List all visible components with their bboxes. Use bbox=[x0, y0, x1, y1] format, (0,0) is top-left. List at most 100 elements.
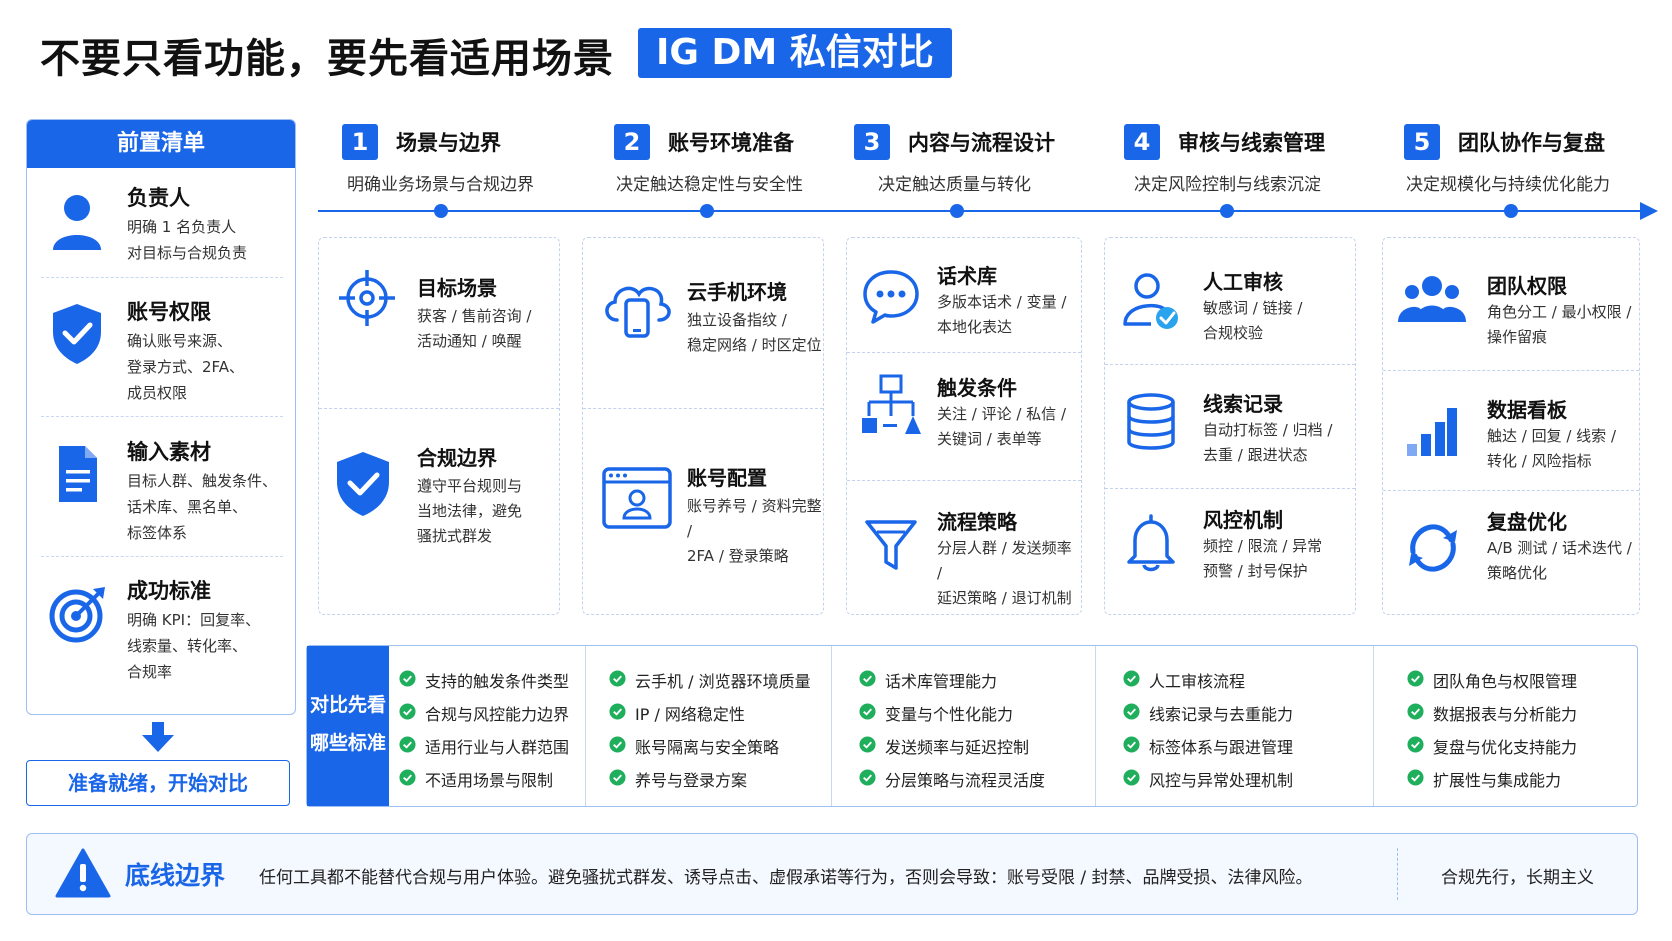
user-check-icon bbox=[1121, 270, 1181, 330]
divider bbox=[847, 352, 1081, 353]
bottom-slogan: 合规先行，长期主义 bbox=[1441, 868, 1594, 888]
step-subtitle: 明确业务场景与合规边界 bbox=[347, 175, 534, 195]
timeline-arrow-icon bbox=[1640, 202, 1658, 220]
divider bbox=[1105, 488, 1355, 489]
refresh-icon bbox=[1405, 518, 1465, 578]
shield-check-icon bbox=[333, 450, 393, 516]
feature-title: 流程策略 bbox=[937, 510, 1017, 534]
step-number: 3 bbox=[854, 124, 890, 160]
checklist-panel: 前置清单 负责人 明确 1 名负责人 对目标与合规负责 账号权限 确认账号来源、… bbox=[26, 119, 296, 715]
feature-desc: 多版本话术 / 变量 / 本地化表达 bbox=[937, 293, 1067, 336]
feature-title: 人工审核 bbox=[1203, 270, 1283, 294]
warning-icon bbox=[55, 848, 111, 902]
checklist-item-desc: 目标人群、触发条件、 话术库、黑名单、 标签体系 bbox=[127, 472, 278, 542]
feature-desc: A/B 测试 / 话术迭代 / 策略优化 bbox=[1487, 539, 1632, 582]
feature-desc: 敏感词 / 链接 / 合规校验 bbox=[1203, 299, 1303, 342]
check-circle-icon bbox=[399, 769, 416, 786]
check-circle-icon bbox=[399, 736, 416, 753]
feature-desc: 触达 / 回复 / 线索 / 转化 / 风险指标 bbox=[1487, 427, 1617, 470]
check-circle-icon bbox=[1407, 736, 1424, 753]
chat-bubble-icon bbox=[861, 266, 921, 326]
check-circle-icon bbox=[1407, 670, 1424, 687]
ready-start-button[interactable]: 准备就绪，开始对比 bbox=[26, 760, 290, 806]
check-circle-icon bbox=[1407, 769, 1424, 786]
divider bbox=[1373, 646, 1374, 806]
funnel-icon bbox=[863, 516, 923, 576]
step-title: 内容与流程设计 bbox=[908, 131, 1055, 155]
arrow-down-icon bbox=[142, 722, 174, 756]
feature-desc: 分层人群 / 发送频率 / 延迟策略 / 退订机制 bbox=[937, 539, 1072, 607]
divider bbox=[847, 480, 1081, 481]
person-icon bbox=[49, 192, 105, 252]
step-subtitle: 决定触达质量与转化 bbox=[878, 175, 1031, 195]
check-circle-icon bbox=[609, 670, 626, 687]
compare-column: 云手机 / 浏览器环境质量 IP / 网络稳定性 账号隔离与安全策略 养号与登录… bbox=[609, 646, 849, 806]
feature-title: 触发条件 bbox=[937, 376, 1017, 400]
step-title: 审核与线索管理 bbox=[1178, 131, 1325, 155]
step-2-column: 云手机环境 独立设备指纹 / 稳定网络 / 时区定位 账号配置 账号养号 / 资… bbox=[582, 237, 824, 615]
checklist-item-title: 成功标准 bbox=[127, 579, 211, 603]
feature-title: 风控机制 bbox=[1203, 508, 1283, 532]
step-title: 账号环境准备 bbox=[668, 131, 794, 155]
divider bbox=[1397, 848, 1398, 900]
timeline-dot bbox=[1504, 204, 1518, 218]
feature-desc: 账号养号 / 资料完整 / 2FA / 登录策略 bbox=[687, 497, 822, 565]
step-title: 场景与边界 bbox=[396, 131, 501, 155]
step-number: 5 bbox=[1404, 124, 1440, 160]
feature-title: 话术库 bbox=[937, 264, 997, 288]
team-icon bbox=[1397, 268, 1467, 328]
feature-title: 目标场景 bbox=[417, 276, 497, 300]
check-circle-icon bbox=[1123, 736, 1140, 753]
timeline-dot bbox=[950, 204, 964, 218]
feature-title: 团队权限 bbox=[1487, 274, 1567, 298]
checklist-item-desc: 确认账号来源、 登录方式、2FA、 成员权限 bbox=[127, 332, 245, 402]
check-circle-icon bbox=[859, 670, 876, 687]
divider bbox=[41, 416, 283, 417]
step-3-column: 话术库 多版本话术 / 变量 / 本地化表达 触发条件 关注 / 评论 / 私信… bbox=[846, 237, 1082, 615]
step-title: 团队协作与复盘 bbox=[1458, 131, 1605, 155]
check-circle-icon bbox=[399, 703, 416, 720]
step-5-column: 团队权限 角色分工 / 最小权限 / 操作留痕 数据看板 触达 / 回复 / 线… bbox=[1382, 237, 1640, 615]
bar-chart-icon bbox=[1403, 404, 1463, 464]
step-number: 4 bbox=[1124, 124, 1160, 160]
checklist-item-title: 账号权限 bbox=[127, 300, 211, 324]
feature-title: 合规边界 bbox=[417, 446, 497, 470]
divider bbox=[41, 556, 283, 557]
check-circle-icon bbox=[859, 703, 876, 720]
check-circle-icon bbox=[1123, 670, 1140, 687]
checklist-item-desc: 明确 1 名负责人 对目标与合规负责 bbox=[127, 218, 248, 262]
check-circle-icon bbox=[609, 703, 626, 720]
compare-column: 团队角色与权限管理 数据报表与分析能力 复盘与优化支持能力 扩展性与集成能力 bbox=[1407, 646, 1632, 806]
compare-label: 对比先看 哪些标准 bbox=[307, 646, 389, 806]
check-circle-icon bbox=[609, 736, 626, 753]
account-window-icon bbox=[601, 466, 673, 530]
feature-title: 线索记录 bbox=[1203, 392, 1283, 416]
compare-column: 话术库管理能力 变量与个性化能力 发送频率与延迟控制 分层策略与流程灵活度 bbox=[859, 646, 1109, 806]
check-circle-icon bbox=[859, 736, 876, 753]
step-subtitle: 决定触达稳定性与安全性 bbox=[616, 175, 803, 195]
feature-desc: 角色分工 / 最小权限 / 操作留痕 bbox=[1487, 303, 1632, 346]
flow-tree-icon bbox=[861, 374, 921, 434]
step-4-column: 人工审核 敏感词 / 链接 / 合规校验 线索记录 自动打标签 / 归档 / 去… bbox=[1104, 237, 1356, 615]
divider bbox=[1095, 646, 1096, 806]
feature-desc: 自动打标签 / 归档 / 去重 / 跟进状态 bbox=[1203, 421, 1333, 464]
step-subtitle: 决定风险控制与线索沉淀 bbox=[1134, 175, 1321, 195]
checklist-header: 前置清单 bbox=[27, 120, 295, 168]
feature-desc: 获客 / 售前咨询 / 活动通知 / 唤醒 bbox=[417, 307, 532, 350]
check-circle-icon bbox=[1407, 703, 1424, 720]
step-1-column: 目标场景 获客 / 售前咨询 / 活动通知 / 唤醒 合规边界 遵守平台规则与 … bbox=[318, 237, 560, 615]
bottom-line-banner: 底线边界 任何工具都不能替代合规与用户体验。避免骚扰式群发、诱导点击、虚假承诺等… bbox=[26, 833, 1638, 915]
step-number: 1 bbox=[342, 124, 378, 160]
check-circle-icon bbox=[1123, 703, 1140, 720]
timeline-dot bbox=[1220, 204, 1234, 218]
cloud-phone-icon bbox=[599, 274, 675, 338]
divider bbox=[585, 646, 586, 806]
divider bbox=[41, 277, 283, 278]
database-icon bbox=[1125, 392, 1185, 452]
check-circle-icon bbox=[1123, 769, 1140, 786]
target-icon bbox=[49, 583, 105, 643]
checklist-item-title: 负责人 bbox=[127, 186, 190, 210]
bottom-desc: 任何工具都不能替代合规与用户体验。避免骚扰式群发、诱导点击、虚假承诺等行为，否则… bbox=[259, 868, 1313, 888]
divider bbox=[319, 408, 559, 409]
feature-title: 云手机环境 bbox=[687, 280, 787, 304]
